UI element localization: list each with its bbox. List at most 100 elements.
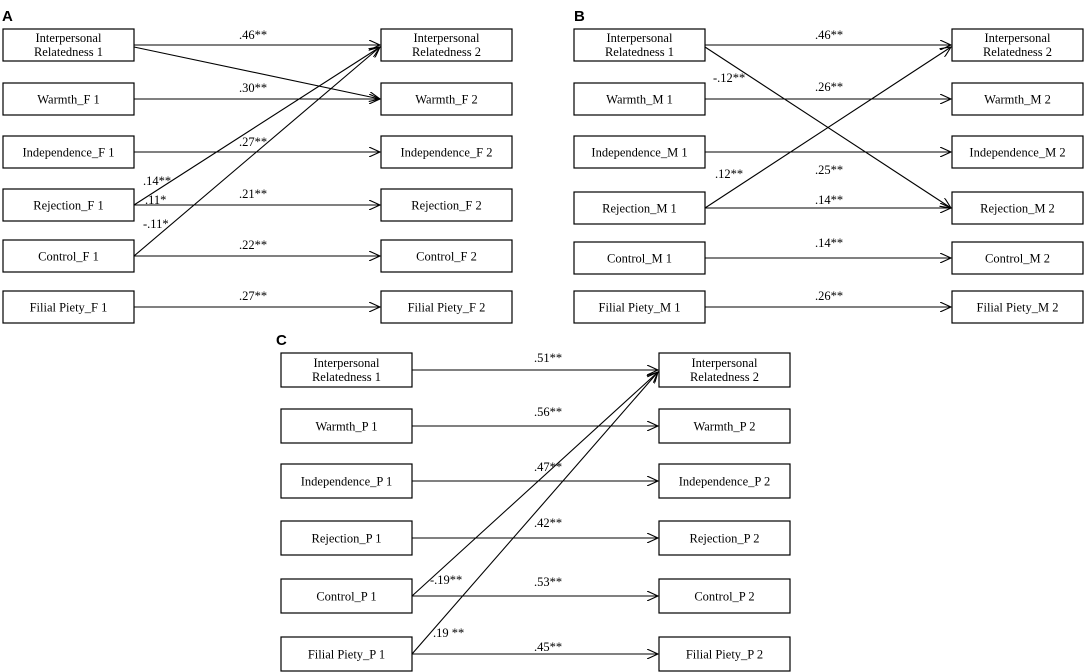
panel-c-edge-5-coefficient: -.19** bbox=[430, 573, 462, 587]
panel-b-edge-2-coefficient: -.12** bbox=[713, 71, 745, 85]
panel-c-edge-8-coefficient: .45** bbox=[534, 640, 562, 654]
panel-c-right-node-5: Control_P 2 bbox=[658, 578, 791, 614]
panel-c-left-node-2-box bbox=[280, 408, 413, 444]
panel-a-right-node-3: Independence_F 2 bbox=[380, 135, 513, 169]
panel-a-left-node-4-label: Rejection_F 1 bbox=[33, 199, 103, 213]
panel-c-right-node-2-box bbox=[658, 408, 791, 444]
panel-b-right-node-1-label-line1: Interpersonal bbox=[985, 31, 1051, 45]
panel-a-right-node-6-label: Filial Piety_F 2 bbox=[408, 301, 486, 315]
panel-c-right-node-1-box bbox=[658, 352, 791, 388]
panel-c-edge-2-coefficient: .56** bbox=[534, 405, 562, 419]
panel-a-right-node-4: Rejection_F 2 bbox=[380, 188, 513, 222]
panel-b-right-node-2-box bbox=[951, 82, 1084, 116]
panel-a-left-node-1-label-line1: Interpersonal bbox=[36, 31, 102, 45]
panel-b-label: B bbox=[574, 8, 585, 25]
panel-a-right-node-1-box bbox=[380, 28, 513, 62]
panel-a-right-node-5: Control_F 2 bbox=[380, 239, 513, 273]
panel-a-left-node-2-label: Warmth_F 1 bbox=[37, 93, 100, 107]
panel-c-edge-1-coefficient: .51** bbox=[534, 351, 562, 365]
panel-c-edge-3-coefficient: .47** bbox=[534, 460, 562, 474]
panel-b-left-node-5: Control_M 1 bbox=[573, 241, 706, 275]
panel-a-edge-9-coefficient: .27** bbox=[239, 289, 267, 303]
panel-b-right-node-1-box bbox=[951, 28, 1084, 62]
panel-a-edge-2-coefficient: .11* bbox=[145, 193, 166, 207]
panel-c-right-node-6-label: Filial Piety_P 2 bbox=[686, 648, 763, 662]
panel-a-left-node-6-label: Filial Piety_F 1 bbox=[30, 301, 108, 315]
panel-a-edge-1-coefficient: .46** bbox=[239, 28, 267, 42]
panel-c-right-node-2: Warmth_P 2 bbox=[658, 408, 791, 444]
panel-b-left-node-1-label-line1: Interpersonal bbox=[607, 31, 673, 45]
panel-a-right-node-6: Filial Piety_F 2 bbox=[380, 290, 513, 324]
panel-a-left-node-6: Filial Piety_F 1 bbox=[2, 290, 135, 324]
panel-b-right-node-2-label: Warmth_M 2 bbox=[984, 93, 1051, 107]
panel-c-right-node-1-label-line2: Relatedness 2 bbox=[690, 370, 759, 384]
panel-b-right-node-2: Warmth_M 2 bbox=[951, 82, 1084, 116]
panel-a-left-node-4: Rejection_F 1 bbox=[2, 188, 135, 222]
panel-a-right-node-1-label-line1: Interpersonal bbox=[414, 31, 480, 45]
panel-c-right-node-2-label: Warmth_P 2 bbox=[693, 420, 755, 434]
panel-b-right-node-6: Filial Piety_M 2 bbox=[951, 290, 1084, 324]
panel-b-right-node-4-box bbox=[951, 191, 1084, 225]
panel-b-left-node-2-label: Warmth_M 1 bbox=[606, 93, 673, 107]
panel-b-edge-3-coefficient: .26** bbox=[815, 80, 843, 94]
panel-a-right-node-3-label: Independence_F 2 bbox=[401, 146, 493, 160]
panel-a-right-node-1-label-line2: Relatedness 2 bbox=[412, 45, 481, 59]
panel-a-edge-7 bbox=[133, 47, 380, 257]
panel-c-right-node-6-box bbox=[658, 636, 791, 672]
panel-b-edge-7-coefficient: .14** bbox=[815, 236, 843, 250]
panel-b-edge-5-coefficient: .12** bbox=[715, 167, 743, 181]
panel-a-edge-5-coefficient: .14** bbox=[143, 174, 171, 188]
panel-a-left-node-1-label-line2: Relatedness 1 bbox=[34, 45, 103, 59]
panel-b-edge-4-coefficient: .25** bbox=[815, 163, 843, 177]
panel-c-right-node-4-box bbox=[658, 520, 791, 556]
panel-b-edge-5 bbox=[704, 47, 951, 209]
panel-b-right-node-3: Independence_M 2 bbox=[951, 135, 1084, 169]
panel-b-left-node-1-label-line2: Relatedness 1 bbox=[605, 45, 674, 59]
panel-b-left-node-1-box bbox=[573, 28, 706, 62]
panel-a-right-node-5-label: Control_F 2 bbox=[416, 250, 477, 264]
panel-c-left-node-2-label: Warmth_P 1 bbox=[315, 420, 377, 434]
panel-c-right-node-6: Filial Piety_P 2 bbox=[658, 636, 791, 672]
panel-c-right-node-4: Rejection_P 2 bbox=[658, 520, 791, 556]
panel-a-left-node-5: Control_F 1 bbox=[2, 239, 135, 273]
panel-a-left-node-4-box bbox=[2, 188, 135, 222]
panel-b-left-node-3: Independence_M 1 bbox=[573, 135, 706, 169]
panel-a-right-node-2-label: Warmth_F 2 bbox=[415, 93, 478, 107]
panel-a-right-node-6-box bbox=[380, 290, 513, 324]
panel-b-left-node-5-label: Control_M 1 bbox=[607, 252, 672, 266]
panel-c-left-node-2: Warmth_P 1 bbox=[280, 408, 413, 444]
panel-c-label: C bbox=[276, 332, 287, 349]
panel-b-right-node-4: Rejection_M 2 bbox=[951, 191, 1084, 225]
panel-b-edge-1-coefficient: .46** bbox=[815, 28, 843, 42]
panel-c-edge-4-coefficient: .42** bbox=[534, 516, 562, 530]
panel-b-edge-8-coefficient: .26** bbox=[815, 289, 843, 303]
panel-c-left-node-6-box bbox=[280, 636, 413, 672]
panel-c-right-node-3-label: Independence_P 2 bbox=[679, 475, 771, 489]
panel-a-edge-8-coefficient: .22** bbox=[239, 238, 267, 252]
panel-b-left-node-4-box bbox=[573, 191, 706, 225]
panel-c-right-node-4-label: Rejection_P 2 bbox=[689, 532, 759, 546]
panel-c-right-node-1-label-line1: Interpersonal bbox=[692, 356, 758, 370]
panel-b-left-node-4: Rejection_M 1 bbox=[573, 191, 706, 225]
panel-b-left-node-5-box bbox=[573, 241, 706, 275]
panel-a-edge-6-coefficient: .21** bbox=[239, 187, 267, 201]
panel-b-left-node-2: Warmth_M 1 bbox=[573, 82, 706, 116]
panel-c-left-node-5-label: Control_P 1 bbox=[316, 590, 376, 604]
panel-b-right-node-1-label-line2: Relatedness 2 bbox=[983, 45, 1052, 59]
panel-b-right-node-6-box bbox=[951, 290, 1084, 324]
panel-a-right-node-4-box bbox=[380, 188, 513, 222]
panel-c-left-node-1-box bbox=[280, 352, 413, 388]
panel-c-left-node-5-box bbox=[280, 578, 413, 614]
panel-c-edge-5 bbox=[411, 372, 658, 597]
panel-b-left-node-3-label: Independence_M 1 bbox=[591, 146, 687, 160]
panel-b-right-node-4-label: Rejection_M 2 bbox=[980, 202, 1055, 216]
panel-a-left-node-3-box bbox=[2, 135, 135, 169]
panel-b-right-node-3-label: Independence_M 2 bbox=[969, 146, 1065, 160]
panel-b-right-node-5-box bbox=[951, 241, 1084, 275]
panel-c-left-node-6-label: Filial Piety_P 1 bbox=[308, 648, 385, 662]
panel-c-left-node-3-box bbox=[280, 463, 413, 499]
panel-c-edge-6-coefficient: .53** bbox=[534, 575, 562, 589]
